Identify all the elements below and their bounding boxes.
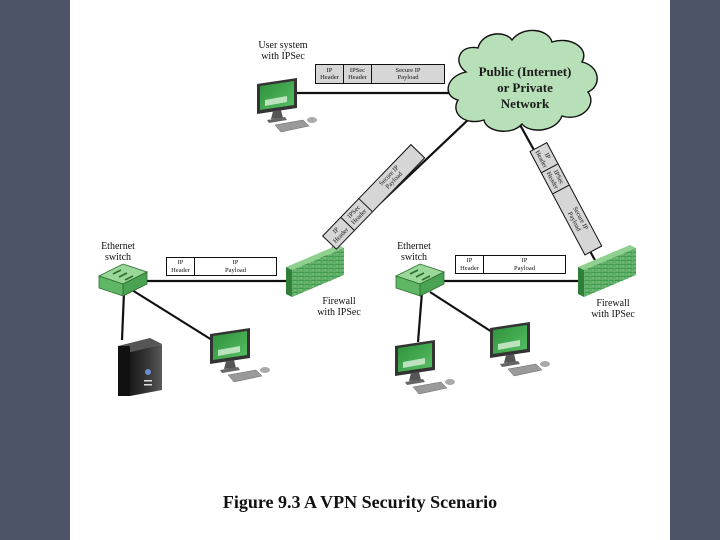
network-cloud [447, 29, 598, 132]
switch-right-label: Ethernet switch [397, 241, 431, 263]
packet-lan-right: IP Header IP Payload [455, 255, 566, 274]
firewall-left-label: Firewall with IPSec [317, 296, 361, 318]
figure-caption: Figure 9.3 A VPN Security Scenario [222, 492, 498, 512]
user-system-label: User system with IPSec [258, 40, 308, 62]
workstation-right1-pc-icon [394, 339, 456, 395]
workstation-right2-pc-icon [489, 321, 551, 377]
server-tower-icon [118, 338, 162, 396]
workstation-left-pc-icon [209, 327, 271, 383]
link-switch-right-to-pc2 [429, 291, 493, 333]
firewall-right-label: Firewall with IPSec [591, 298, 635, 320]
packet-top: IP Header IPSec Header Secure IP Payload [315, 64, 445, 84]
packet-cell: IP Payload [514, 257, 535, 272]
link-switch-left-to-server [120, 291, 126, 341]
packet-cell: IP Header [167, 258, 195, 275]
user-system-pc-icon [256, 77, 318, 133]
ethernet-switch-right-icon [395, 263, 445, 297]
packet-cell: IP Header [456, 256, 484, 273]
ethernet-switch-left-icon [98, 263, 148, 297]
link-switch-left-to-pc [131, 289, 213, 341]
packet-cell: IP Payload [225, 259, 246, 274]
packet-cell: IP Header [316, 65, 344, 83]
link-switch-right-to-pc1 [416, 291, 424, 343]
packet-cell: Secure IP Payload [395, 66, 421, 82]
firewall-left-icon [286, 245, 344, 297]
switch-left-label: Ethernet switch [101, 241, 135, 263]
cloud-label: Public (Internet) or Private Network [478, 64, 572, 111]
packet-lan-left: IP Header IP Payload [166, 257, 277, 276]
packet-cell: IPSec Header [344, 65, 372, 83]
